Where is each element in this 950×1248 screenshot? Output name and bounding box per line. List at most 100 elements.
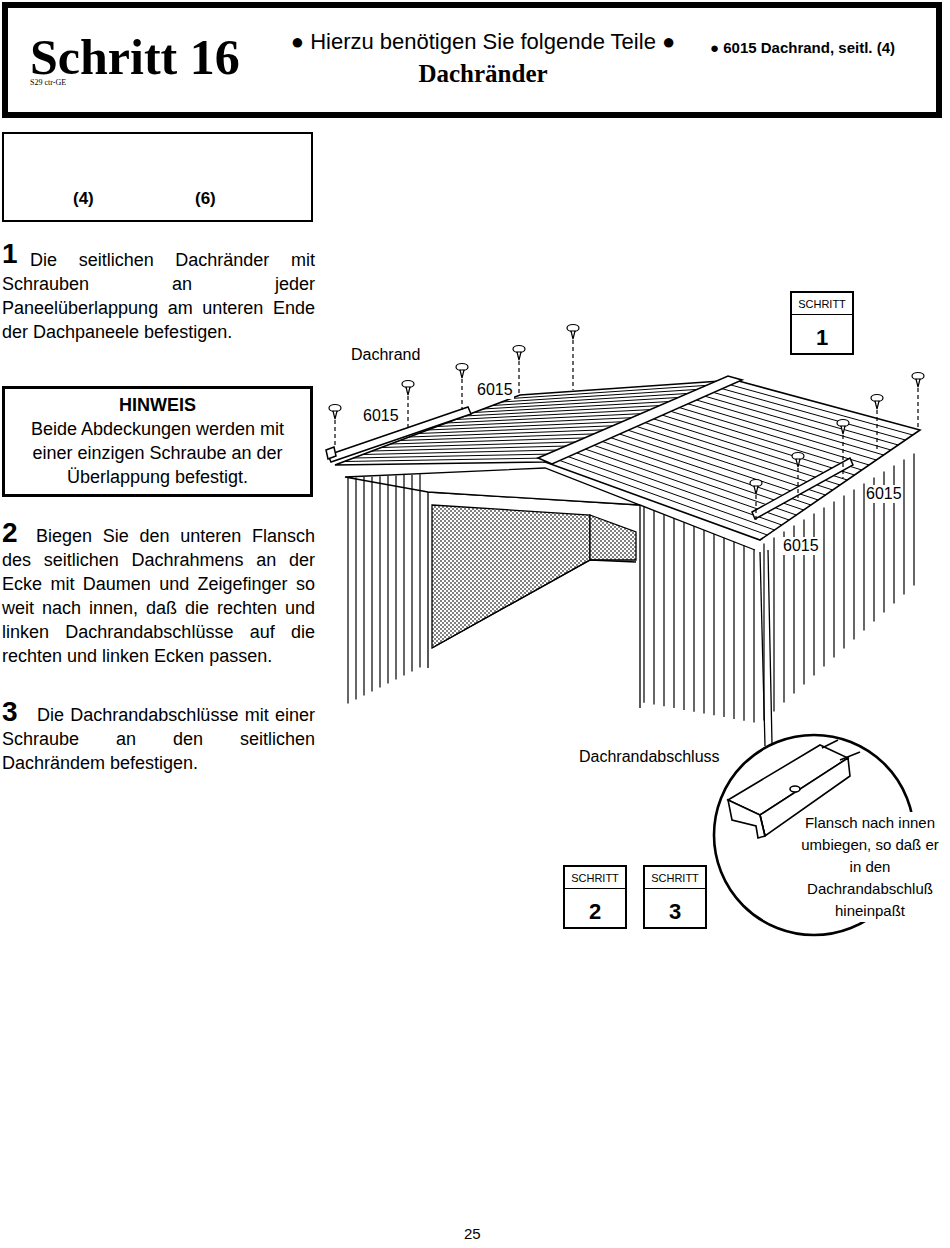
parts-box: (4)(6) — [2, 132, 313, 222]
screw-shaft — [460, 370, 464, 378]
screw-path — [407, 396, 408, 428]
wall-rib — [403, 475, 404, 675]
roof-rib — [597, 440, 804, 510]
wall-rib — [733, 542, 734, 719]
detail-note: Flansch nach innen umbiegen, so daß er i… — [800, 812, 940, 922]
part-number: 6015 — [476, 381, 514, 399]
wall-rib — [663, 514, 664, 706]
wall-rib — [395, 475, 396, 679]
box-text: 1 — [792, 315, 852, 351]
part-number: 6015 — [782, 537, 820, 555]
wall-rib — [653, 511, 654, 705]
screw-path — [842, 435, 843, 478]
wall-rib — [773, 538, 774, 712]
box-text: 3 — [645, 889, 705, 925]
roof-rib — [344, 458, 554, 462]
box-heading: SCHRITT — [645, 867, 705, 889]
screw-path — [334, 420, 335, 446]
ridge-cap — [538, 376, 742, 464]
quantity: (4) — [73, 190, 94, 209]
part-list-item: ● 6015 Dachrand, seitl. (4) — [710, 40, 895, 57]
part-name: Dachrandabschluss — [578, 748, 721, 766]
wall-rib — [853, 490, 854, 640]
wall-rib — [833, 502, 834, 658]
step-subject: Dachränder — [198, 60, 768, 88]
screw-shaft — [916, 379, 920, 387]
roof — [335, 380, 920, 540]
wall-rib — [683, 522, 684, 710]
roof-rib — [709, 391, 898, 445]
parts-heading: ● Hierzu benötigen Sie folgende Teile ● — [198, 30, 768, 54]
instruction-text: Die seitlichen Dachränder mit Schrauben … — [2, 248, 315, 344]
instruction-text: Biegen Sie den unteren Flansch des seitl… — [2, 524, 315, 668]
roof-rib — [391, 437, 603, 444]
step-box: SCHRITT2 — [563, 865, 627, 929]
box-text: 2 — [565, 889, 625, 925]
screw-path — [876, 410, 877, 452]
wall-rib — [363, 477, 364, 695]
wall-rib — [419, 474, 420, 667]
box-text: Beide Abdeckungen werden mit einer einzi… — [13, 417, 302, 489]
screw-shaft — [754, 486, 758, 494]
wall-rib — [723, 538, 724, 717]
wall-rib — [387, 476, 388, 684]
roof-rib — [649, 417, 848, 480]
part-name: Dachrand — [350, 346, 421, 364]
screw-shaft — [571, 331, 575, 339]
roof-rib — [571, 451, 782, 525]
screw-path — [755, 495, 756, 524]
roof-rib — [640, 421, 840, 485]
roof-rib — [726, 384, 912, 435]
screw-shaft — [517, 352, 521, 360]
wall-rib — [693, 526, 694, 712]
screw-path — [461, 379, 462, 410]
wall-rib — [643, 507, 644, 703]
wall-rib — [411, 475, 412, 672]
step-title: Schritt 16 — [30, 32, 240, 82]
box-heading: SCHRITT — [792, 293, 852, 315]
screw-path — [917, 388, 918, 428]
roof-edge-strips — [326, 407, 853, 519]
wall-rib — [903, 460, 904, 595]
box-heading: HINWEIS — [13, 394, 302, 417]
wall-rib — [823, 508, 824, 667]
header-box: S29 ctr-GE● Hierzu benötigen Sie folgend… — [2, 2, 942, 118]
step-box: SCHRITT3 — [643, 865, 707, 929]
screw-shaft — [875, 401, 879, 409]
wall-rib — [347, 478, 348, 704]
box-heading: SCHRITT — [565, 867, 625, 889]
wall-rib — [863, 484, 864, 631]
roof-rib — [381, 442, 592, 448]
screw-shaft — [333, 411, 337, 419]
wall-rib — [673, 518, 674, 708]
roof-rib — [562, 455, 774, 530]
roof-rib — [605, 436, 810, 505]
roof-rib — [623, 428, 826, 495]
roof-rib — [631, 425, 832, 490]
screw-shaft — [841, 426, 845, 434]
part-number: 6015 — [865, 485, 903, 503]
wall-rib — [355, 477, 356, 699]
roof-rib — [614, 432, 818, 500]
wall-rib — [743, 546, 744, 721]
note-box: HINWEISBeide Abdeckungen werden mit eine… — [2, 386, 313, 497]
screw-shaft — [796, 459, 800, 467]
instruction-text: Die Dachrandabschlüsse mit einer Schraub… — [2, 703, 315, 775]
step-number: 3 — [2, 698, 18, 726]
roof-rib — [554, 458, 768, 535]
step-box: SCHRITT1 — [790, 291, 854, 355]
wall-rib — [713, 534, 714, 715]
part-number: 6015 — [362, 407, 400, 425]
roof-ribs — [344, 384, 912, 535]
wall-rib — [379, 476, 380, 687]
wall-rib — [371, 477, 372, 692]
screw-path — [797, 468, 798, 498]
wall-rib — [843, 496, 844, 649]
wall-rib — [703, 530, 704, 714]
step-number: 1 — [2, 240, 18, 268]
wall-rib — [913, 454, 914, 586]
screw-shaft — [406, 387, 410, 395]
step-number: 2 — [2, 519, 18, 547]
wall-rib — [783, 532, 784, 703]
